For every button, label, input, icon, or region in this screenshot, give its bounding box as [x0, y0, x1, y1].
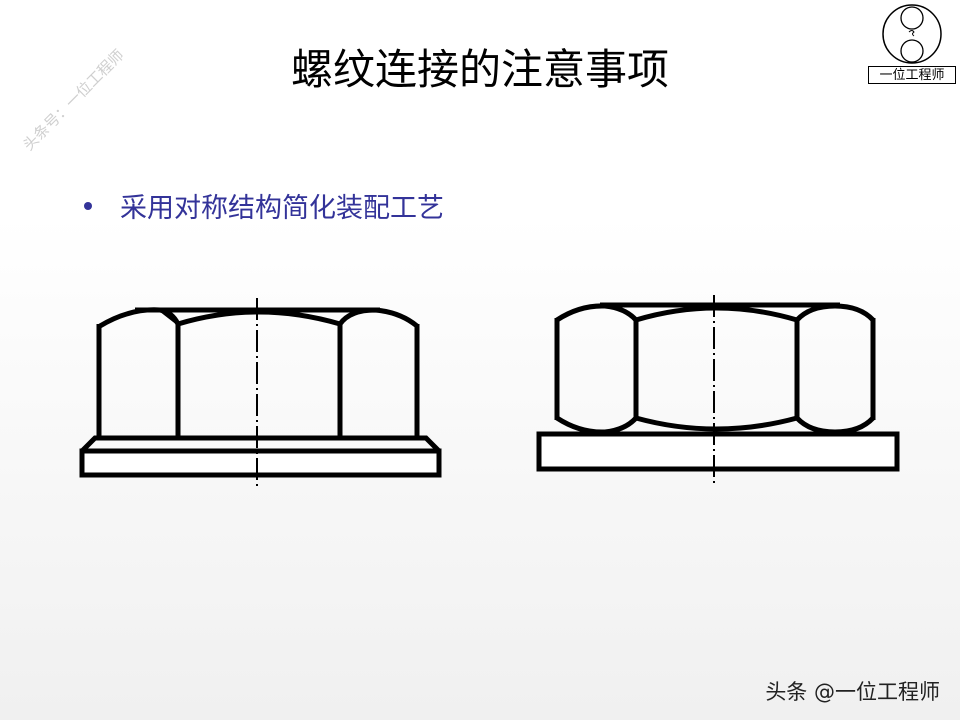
- washer-right: [536, 431, 900, 472]
- nut-drawing-left: [79, 298, 442, 488]
- bullet-item: 采用对称结构简化装配工艺: [84, 186, 444, 225]
- nut-drawing-right: [536, 295, 900, 486]
- washer-left: [79, 448, 442, 478]
- bullet-dot-icon: [84, 201, 92, 210]
- footer-attribution: 头条 @一位工程师: [765, 680, 940, 704]
- washer-chamfer-left: [80, 435, 441, 453]
- logo-text: 一位工程师: [868, 66, 956, 84]
- page-title: 螺纹连接的注意事项: [290, 45, 669, 94]
- bullet-text: 采用对称结构简化装配工艺: [120, 193, 444, 224]
- logo-emblem: [882, 4, 942, 64]
